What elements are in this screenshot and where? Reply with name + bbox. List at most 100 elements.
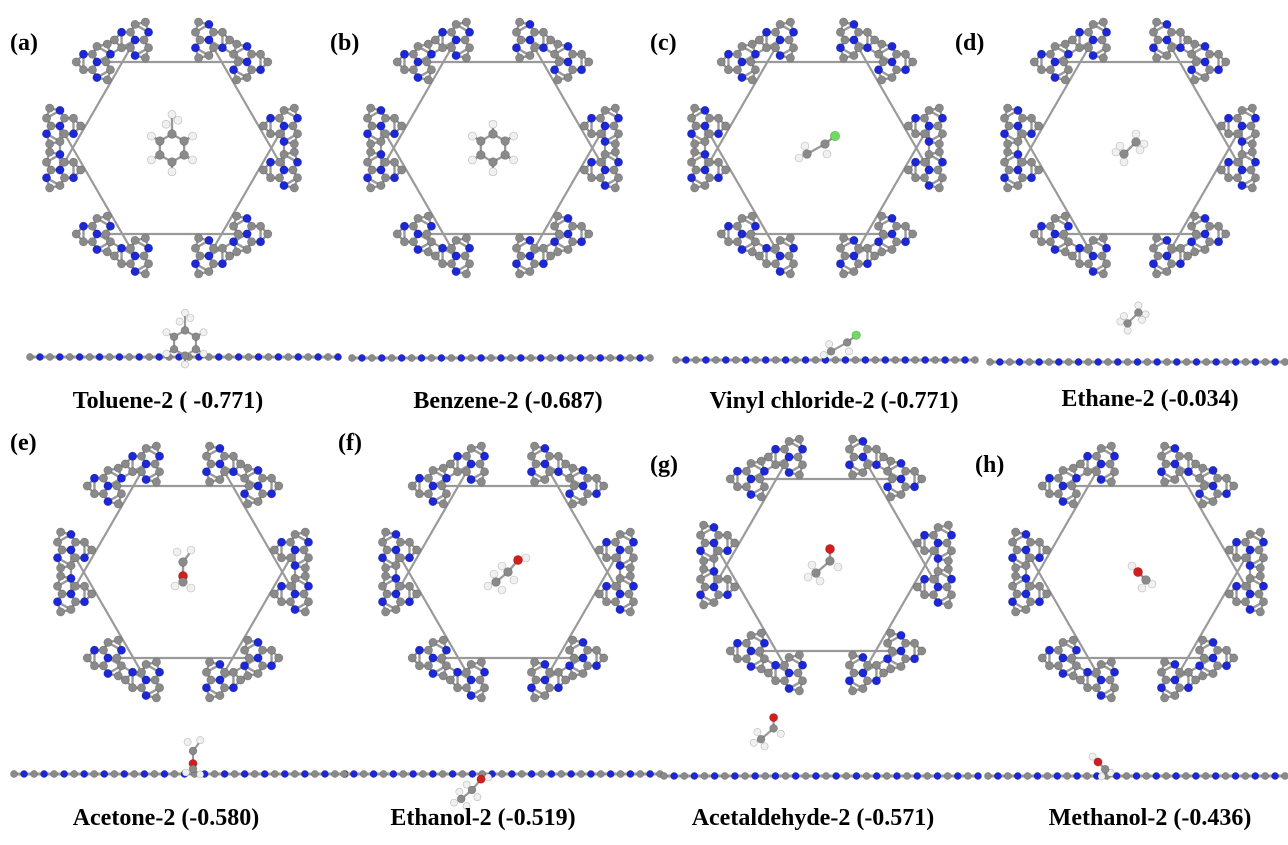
carbon-atom	[324, 353, 332, 361]
carbon-atom	[1119, 149, 1129, 159]
carbon-atom	[98, 661, 108, 671]
carbon-atom	[579, 165, 589, 175]
bond	[218, 462, 260, 488]
nitrogen-atom	[713, 129, 723, 139]
carbon-atom	[408, 65, 418, 75]
carbon-atom	[195, 251, 205, 261]
carbon-atom	[713, 157, 723, 167]
bond	[852, 232, 894, 258]
nitrogen-atom	[1175, 43, 1185, 53]
nitrogen-atom	[911, 157, 921, 167]
nitrogen-atom	[217, 259, 227, 269]
carbon-atom	[380, 173, 390, 183]
carbon-atom	[1261, 358, 1270, 366]
carbon-atom	[232, 75, 242, 85]
carbon-atom	[247, 49, 257, 59]
nitrogen-atom	[862, 259, 872, 269]
carbon-atom	[366, 183, 376, 193]
carbon-atom	[584, 229, 594, 239]
nitrogen-atom	[1088, 35, 1098, 45]
nitrogen-atom	[1013, 772, 1022, 780]
nitrogen-atom	[290, 545, 300, 555]
carbon-atom	[901, 49, 911, 59]
carbon-atom	[232, 211, 242, 221]
carbon-atom	[206, 675, 216, 685]
carbon-atom	[840, 35, 850, 45]
carbon-atom	[785, 233, 795, 243]
carbon-atom	[1153, 251, 1163, 261]
carbon-atom	[413, 213, 423, 223]
nitrogen-atom	[1211, 772, 1220, 780]
carbon-atom	[731, 356, 740, 364]
carbon-atom	[901, 221, 911, 231]
carbon-atom	[1088, 235, 1098, 245]
carbon-atom	[1148, 27, 1158, 37]
hydrogen-atom	[468, 155, 477, 165]
nitrogen-atom	[511, 259, 521, 269]
nitrogen-atom	[92, 57, 102, 67]
carbon-atom	[791, 356, 800, 364]
carbon-atom	[853, 43, 863, 53]
carbon-atom	[1029, 229, 1039, 239]
carbon-atom	[217, 27, 227, 37]
nitrogen-atom	[1162, 235, 1172, 245]
nitrogen-atom	[204, 235, 214, 245]
carbon-atom	[367, 354, 376, 362]
carbon-atom	[169, 332, 179, 341]
carbon-atom	[1190, 247, 1200, 257]
nitrogen-atom	[438, 243, 448, 253]
nitrogen-atom	[55, 165, 65, 175]
carbon-atom	[292, 129, 302, 139]
carbon-atom	[219, 683, 229, 693]
carbon-atom	[144, 259, 154, 269]
carbon-atom	[538, 27, 548, 37]
carbon-atom	[204, 51, 214, 61]
carbon-atom	[274, 157, 284, 167]
bond	[740, 232, 782, 258]
carbon-atom	[1221, 57, 1231, 67]
carbon-atom	[1250, 173, 1260, 183]
carbon-atom	[447, 243, 457, 253]
carbon-atom	[1233, 113, 1243, 123]
carbon-atom	[438, 259, 448, 269]
nitrogen-atom	[737, 73, 747, 83]
carbon-atom	[247, 65, 257, 75]
nitrogen-atom	[1175, 259, 1185, 269]
carbon-atom	[274, 113, 284, 123]
carbon-atom	[141, 659, 151, 669]
panel-label: (a)	[10, 30, 38, 56]
carbon-atom	[240, 645, 250, 655]
carbon-atom	[1190, 39, 1200, 49]
carbon-atom	[128, 683, 138, 693]
bond	[1053, 232, 1095, 258]
carbon-atom	[389, 157, 399, 167]
nitrogen-atom	[117, 27, 127, 37]
carbon-atom	[98, 645, 108, 655]
nitrogen-atom	[613, 113, 623, 123]
carbon-atom	[264, 353, 273, 361]
carbon-atom	[1025, 358, 1034, 366]
nitrogen-atom	[105, 221, 115, 231]
nitrogen-atom	[95, 353, 104, 361]
carbon-atom	[244, 653, 254, 663]
carbon-atom	[553, 75, 563, 85]
carbon-atom	[563, 73, 573, 83]
carbon-atom	[1003, 103, 1013, 113]
nitrogen-atom	[887, 229, 897, 239]
carbon-atom	[1187, 49, 1197, 59]
carbon-atom	[300, 527, 310, 537]
carbon-atom	[179, 150, 189, 160]
carbon-atom	[247, 221, 257, 231]
nitrogen-atom	[563, 57, 573, 67]
carbon-atom	[610, 103, 620, 113]
carbon-atom	[140, 53, 150, 63]
carbon-atom	[451, 235, 461, 245]
carbon-atom	[225, 251, 235, 261]
nitrogen-atom	[775, 35, 785, 45]
carbon-atom	[150, 675, 160, 685]
carbon-atom	[387, 354, 396, 362]
carbon-atom	[732, 49, 742, 59]
nitrogen-atom	[874, 237, 884, 247]
carbon-atom	[461, 17, 471, 27]
